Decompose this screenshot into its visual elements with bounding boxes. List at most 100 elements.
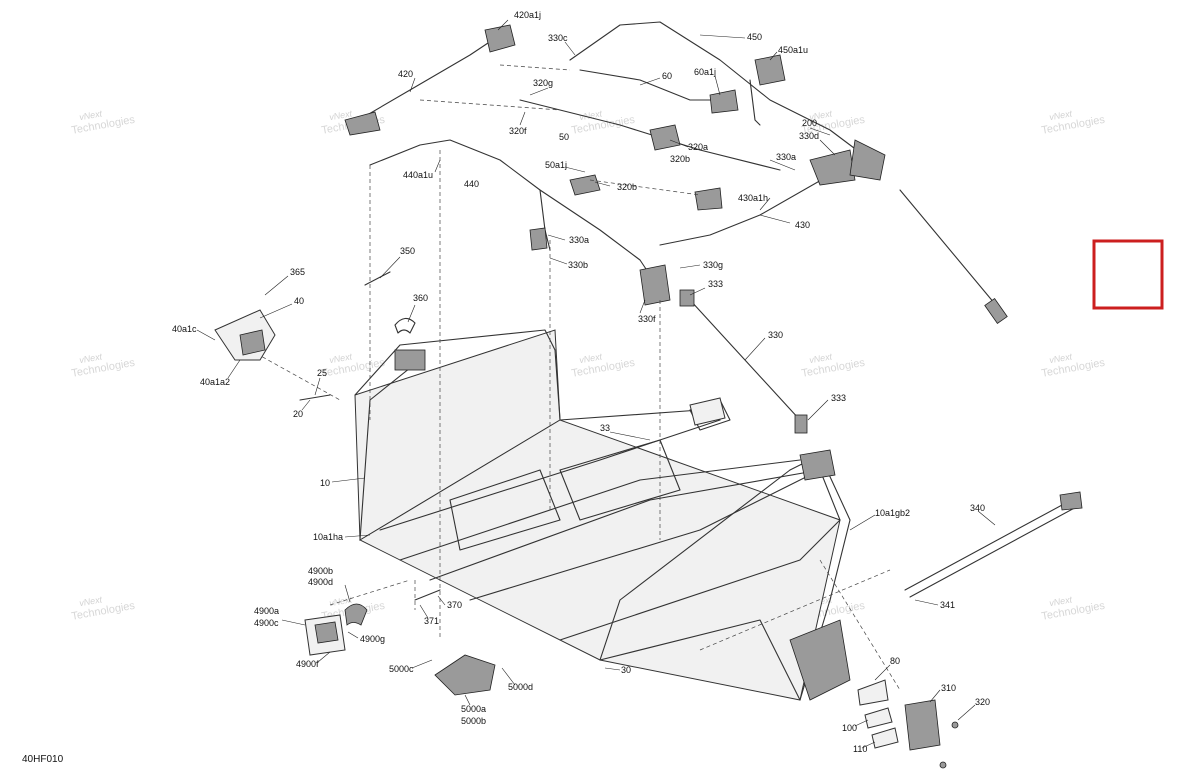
callout-label: 330d — [799, 131, 819, 141]
figure-code: 40HF010 — [22, 754, 64, 765]
hoop-450 — [569, 21, 871, 161]
callout-label: 4900a — [254, 606, 279, 616]
diagonal-brace — [599, 469, 791, 661]
leader — [464, 694, 471, 706]
callout-label: 333 — [708, 279, 723, 289]
strut-upper-right-end — [984, 297, 1008, 325]
crossbar-430 — [659, 174, 831, 246]
leader — [849, 514, 876, 531]
rear-crossmember — [599, 619, 801, 701]
callout-label: 5000a — [461, 704, 486, 714]
callout-label: 330g — [703, 260, 723, 270]
rops-cage — [344, 21, 1008, 434]
bracket-50a1j — [569, 174, 601, 196]
svg-text:vNext: vNext — [328, 594, 353, 608]
callout-label: 450 — [747, 32, 762, 42]
callout-label: 30 — [621, 665, 631, 675]
leader — [759, 214, 791, 224]
leader — [409, 77, 416, 93]
svg-text:vNext: vNext — [78, 108, 103, 122]
svg-text:vNext: vNext — [328, 351, 353, 365]
callout-label: 420 — [398, 69, 413, 79]
callout-label: 40a1a2 — [200, 377, 230, 387]
callout-label: 330b — [568, 260, 588, 270]
callout-label: 430 — [795, 220, 810, 230]
watermark: vNext Technologies — [801, 351, 867, 379]
leader — [379, 256, 401, 279]
lower-long-rail — [429, 469, 821, 581]
callout-label: 360 — [413, 293, 428, 303]
callout-label: 320a — [688, 142, 708, 152]
callout-label: 80 — [890, 656, 900, 666]
svg-text:vNext: vNext — [1048, 108, 1073, 122]
align-line — [499, 64, 571, 71]
svg-text:vNext: vNext — [1048, 351, 1073, 365]
callout-label: 330c — [548, 33, 568, 43]
callout-label: 310 — [941, 683, 956, 693]
nut-320 — [951, 721, 959, 729]
rail-60 — [579, 69, 731, 101]
leader — [519, 111, 526, 126]
bracket-371 — [414, 589, 441, 601]
leader — [347, 631, 359, 639]
callout-label: 320b — [670, 154, 690, 164]
tube-340-edge — [909, 504, 1081, 598]
leader — [669, 139, 689, 148]
watermark: vNext Technologies — [571, 108, 637, 136]
align-line — [419, 99, 561, 111]
leader — [264, 275, 289, 296]
callout-label: 5000c — [389, 664, 414, 674]
leg-bracket-330g — [639, 264, 671, 306]
bracket-420-front — [344, 111, 381, 136]
leader — [314, 377, 321, 396]
leg-bracket-330a — [529, 227, 548, 251]
callout-label: 340 — [970, 503, 985, 513]
callout-label: 110 — [853, 744, 867, 754]
hoop-450-leg — [749, 79, 761, 126]
watermark: vNext Technologies — [1041, 108, 1107, 136]
leader — [407, 304, 416, 323]
leader — [549, 257, 568, 265]
leader — [639, 77, 661, 86]
align-line — [589, 179, 701, 196]
skid-5000a — [434, 654, 496, 696]
callout-label: 440a1u — [403, 170, 433, 180]
watermark: vNext Technologies — [1041, 594, 1107, 622]
watermark: vNext Technologies — [1041, 351, 1107, 379]
leader — [914, 599, 939, 606]
callout-label: 40a1c — [172, 324, 197, 334]
callout-label: 33 — [600, 423, 610, 433]
bracket-200 — [849, 139, 886, 181]
align-line — [249, 349, 341, 401]
leader — [861, 741, 876, 749]
callout-label: 5000b — [461, 716, 486, 726]
callout-label: 20 — [293, 409, 303, 419]
callout-label: 440 — [464, 179, 479, 189]
leader — [594, 181, 611, 187]
svg-text:vNext: vNext — [808, 351, 833, 365]
strut-333-top — [679, 289, 695, 307]
callout-label: 4900f — [296, 659, 319, 669]
callout-label: 430a1h — [738, 193, 768, 203]
leader — [699, 34, 746, 39]
svg-text:vNext: vNext — [328, 108, 353, 122]
leader — [301, 399, 311, 411]
leader — [714, 75, 721, 96]
leader — [874, 664, 891, 681]
callout-label: 330a — [569, 235, 589, 245]
bracket-100 — [864, 707, 893, 729]
leader — [501, 667, 516, 686]
highlight-box — [1092, 239, 1164, 310]
callout-label: 40 — [294, 296, 304, 306]
leader — [227, 359, 241, 379]
loose-parts — [214, 271, 1083, 769]
front-shock-bracket — [689, 397, 726, 426]
strut-upper-right — [899, 189, 1001, 311]
callout-label: 50a1j — [545, 160, 567, 170]
callout-label: 330a — [776, 152, 796, 162]
callout-label: 341 — [940, 600, 955, 610]
plate-20 — [299, 394, 331, 401]
callout-label: 350 — [400, 246, 415, 256]
bracket-110 — [871, 727, 899, 749]
leader — [344, 584, 351, 603]
